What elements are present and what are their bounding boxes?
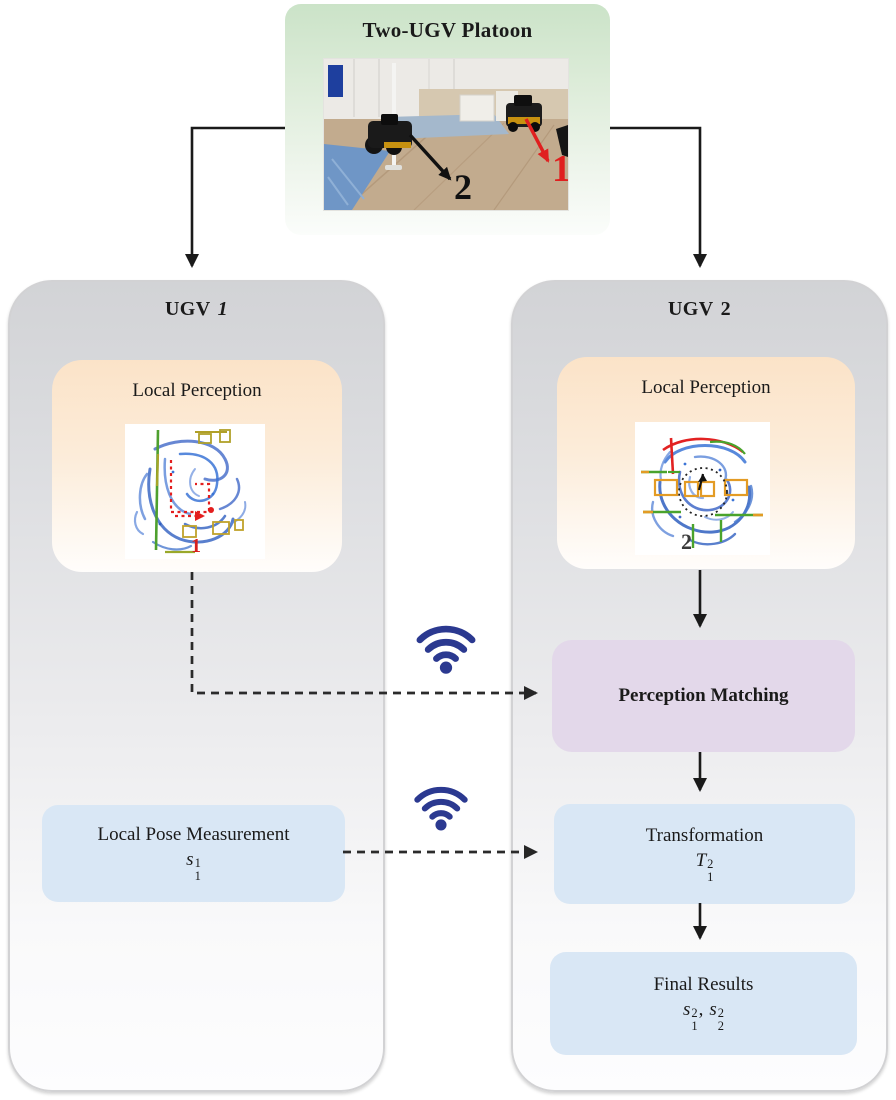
ugv2-perception-map: 2 bbox=[635, 422, 770, 555]
perception-matching-title: Perception Matching bbox=[618, 685, 789, 706]
ugv2-local-perception-box: Local Perception bbox=[557, 357, 855, 569]
ugv1-local-perception-title: Local Perception bbox=[132, 380, 262, 401]
final-results-title: Final Results bbox=[653, 974, 754, 996]
ugv1-panel: UGV 1 Local Perception bbox=[8, 280, 385, 1092]
ugv1-local-perception-box: Local Perception bbox=[52, 360, 342, 572]
ugv1-local-pose-title: Local Pose Measurement bbox=[97, 824, 290, 846]
arrow-platoon-to-ugv2 bbox=[610, 126, 707, 268]
photo-label-1: 1 bbox=[552, 148, 568, 190]
ugv1-map-walls bbox=[154, 429, 244, 554]
ugv2-map-walls bbox=[641, 437, 763, 548]
ugv1-header-number: 1 bbox=[217, 298, 229, 320]
arrow-platoon-to-ugv1 bbox=[185, 126, 285, 268]
ugv1-header: UGV 1 bbox=[10, 298, 383, 321]
wifi-icon bbox=[416, 625, 476, 674]
photo-arrow-1 bbox=[524, 118, 550, 163]
photo-label-2: 2 bbox=[454, 167, 472, 207]
platoon-box: Two-UGV Platoon bbox=[285, 4, 610, 235]
perception-matching-box: Perception Matching bbox=[552, 640, 855, 752]
ugv2-map-detection-circle bbox=[678, 467, 728, 517]
ugv1-map-pointcloud bbox=[133, 439, 247, 551]
photo-table bbox=[459, 94, 495, 122]
photo-arrow-2 bbox=[408, 133, 452, 181]
ugv1-header-label: UGV bbox=[164, 298, 211, 320]
platoon-photo: 2 1 bbox=[323, 58, 569, 211]
photo-dark-object bbox=[556, 125, 568, 157]
transformation-title: Transformation bbox=[645, 824, 764, 846]
ugv2-header-label: UGV bbox=[667, 298, 714, 320]
ugv2-header-number: 2 bbox=[720, 298, 732, 320]
platoon-photo-illustration: 2 1 bbox=[324, 59, 568, 210]
ugv1-perception-map: 1 bbox=[125, 424, 265, 559]
platoon-title: Two-UGV Platoon bbox=[362, 18, 533, 42]
ugv2-panel: UGV 2 Local Perception bbox=[511, 280, 888, 1092]
ugv2-map-illustration: 2 bbox=[641, 437, 763, 554]
ugv1-map-illustration: 1 bbox=[133, 429, 247, 557]
ugv2-local-perception-title: Local Perception bbox=[641, 377, 771, 398]
ugv2-map-label: 2 bbox=[681, 529, 692, 554]
ugv2-header: UGV 2 bbox=[513, 298, 886, 321]
photo-robot-2 bbox=[365, 114, 412, 155]
wifi-icon bbox=[414, 786, 468, 831]
ugv1-map-label: 1 bbox=[191, 535, 201, 557]
photo-blue-banner bbox=[328, 65, 343, 97]
ugv2-map-pointcloud bbox=[650, 444, 754, 546]
ugv1-map-trajectory bbox=[169, 460, 214, 521]
